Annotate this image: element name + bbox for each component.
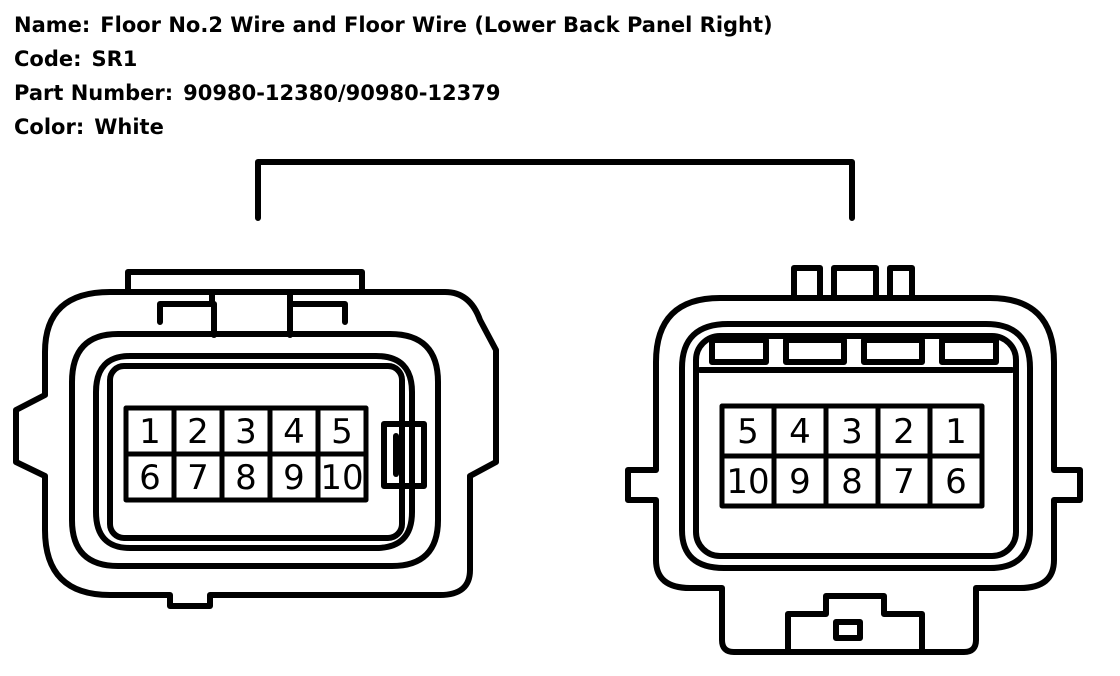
left-pin-label-9: 9	[283, 458, 305, 498]
left-latch-housing	[125, 269, 365, 295]
right-pin-label-3: 3	[841, 412, 863, 452]
color-value: White	[94, 115, 164, 139]
right-inner-cavity	[693, 333, 1019, 559]
right-bottom-latch	[785, 593, 925, 655]
right-top-rib-3	[887, 265, 915, 301]
code-row: Code: SR1	[14, 42, 773, 76]
left-side-lock	[381, 421, 427, 489]
right-pin-label-8: 8	[841, 462, 863, 502]
right-pin-label-7: 7	[893, 462, 915, 502]
left-pin-label-4: 4	[283, 412, 305, 452]
left-latch	[157, 289, 348, 325]
left-cavity-inner	[107, 363, 405, 541]
right-pin-label-6: 6	[945, 462, 967, 502]
color-row: Color: White	[14, 110, 773, 144]
left-inner-shell	[69, 331, 441, 569]
left-pin-label-7: 7	[187, 458, 209, 498]
right-slot-4	[939, 337, 999, 365]
left-pin-label-8: 8	[235, 458, 257, 498]
right-inner-shell	[679, 321, 1033, 571]
part-number-label: Part Number:	[14, 81, 174, 105]
name-row: Name: Floor No.2 Wire and Floor Wire (Low…	[14, 8, 773, 42]
right-pin-label-1: 1	[945, 412, 967, 452]
left-pin-label-10: 10	[320, 458, 363, 498]
left-pin-label-6: 6	[139, 458, 161, 498]
right-pin-label-5: 5	[737, 412, 759, 452]
right-slot-2	[783, 337, 847, 365]
name-value: Floor No.2 Wire and Floor Wire (Lower Ba…	[100, 13, 773, 37]
right-top-rib-2	[831, 265, 879, 301]
part-number-row: Part Number: 90980-12380/90980-12379	[14, 76, 773, 110]
left-cavity-frame	[93, 353, 415, 551]
left-outer-shell	[13, 289, 499, 609]
code-value: SR1	[91, 47, 138, 71]
code-label: Code:	[14, 47, 82, 71]
right-pin-cell-6	[927, 453, 985, 509]
connector-info: Name: Floor No.2 Wire and Floor Wire (Low…	[14, 8, 773, 144]
left-pin-label-2: 2	[187, 412, 209, 452]
mating-bracket	[255, 159, 855, 221]
left-pin-label-5: 5	[331, 412, 353, 452]
right-outer-shell	[625, 295, 1083, 655]
right-slot-3	[861, 337, 925, 365]
color-label: Color:	[14, 115, 85, 139]
left-pin-cell-10	[315, 451, 369, 503]
name-label: Name:	[14, 13, 91, 37]
right-bottom-latch-key	[833, 619, 863, 641]
right-pin-label-10: 10	[726, 462, 769, 502]
right-pin-label-4: 4	[789, 412, 811, 452]
right-slot-1	[709, 337, 769, 365]
right-pin-label-9: 9	[789, 462, 811, 502]
left-pin-label-1: 1	[139, 412, 161, 452]
right-top-rib-1	[791, 265, 823, 301]
left-pin-label-3: 3	[235, 412, 257, 452]
part-number-value: 90980-12380/90980-12379	[183, 81, 501, 105]
right-pin-label-2: 2	[893, 412, 915, 452]
